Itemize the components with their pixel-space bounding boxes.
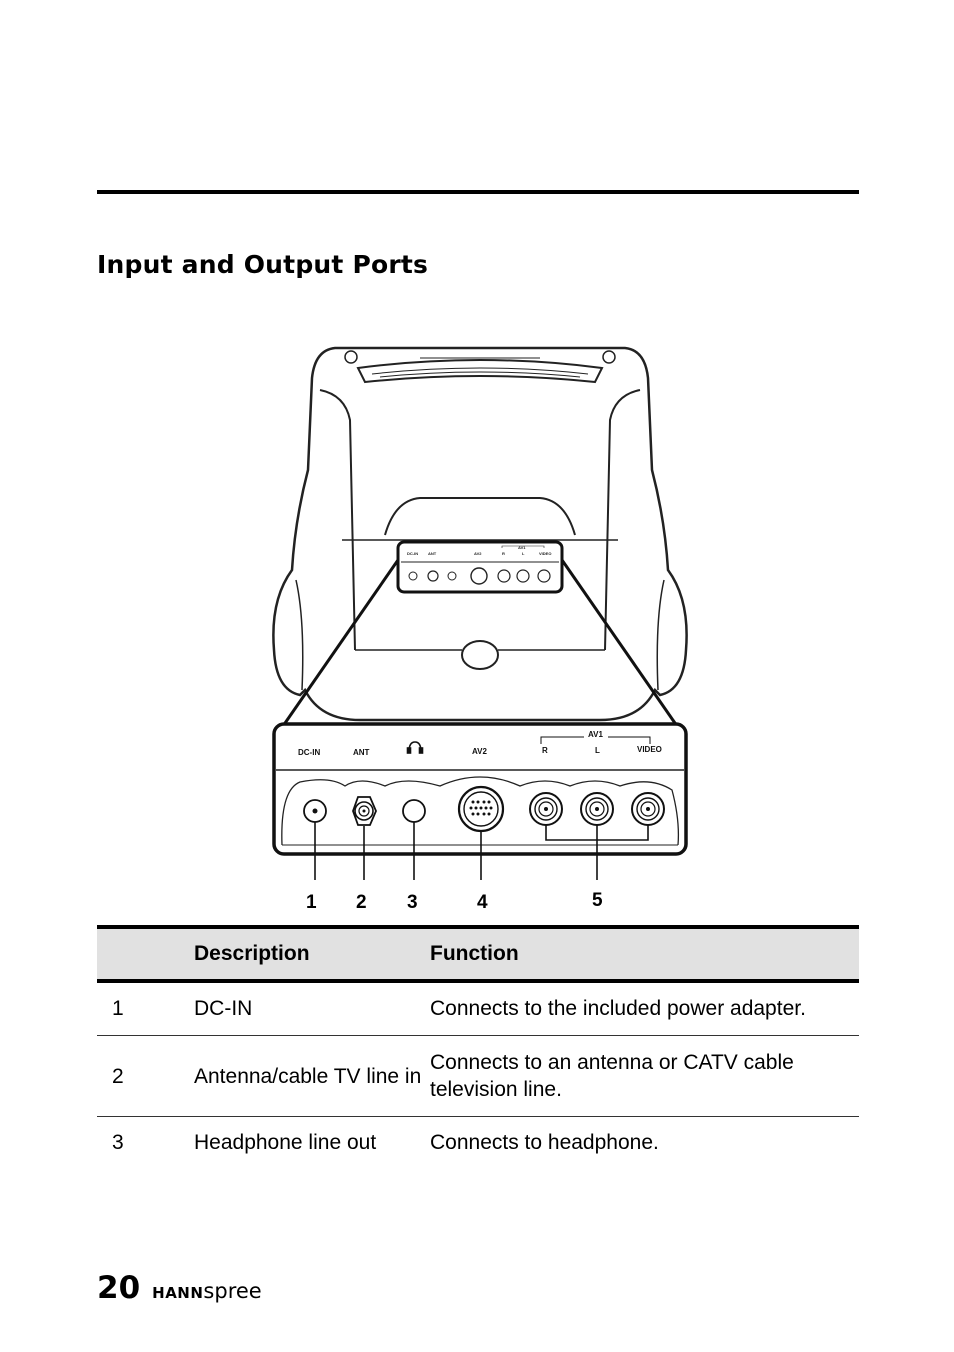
top-rule: [97, 190, 859, 194]
row-description: Headphone line out: [194, 1131, 377, 1154]
row-description: Antenna/cable TV line in: [194, 1035, 430, 1117]
ports-table: Description Function 1 DC-IN Connects to…: [97, 925, 859, 1169]
top-vent: [356, 357, 604, 384]
port-av2: [457, 785, 505, 833]
row-number: 3: [112, 1131, 124, 1154]
table-row: 2 Antenna/cable TV line in Connects to a…: [97, 1035, 859, 1117]
brand-light: spree: [203, 1279, 262, 1303]
callout-leaders: [314, 822, 649, 880]
port-label-r: R: [542, 746, 548, 755]
small-label-av1: AV1: [518, 545, 526, 550]
port-label-av1: AV1: [588, 730, 604, 739]
page-number: 20: [97, 1270, 141, 1306]
row-number: 2: [97, 1035, 194, 1117]
port-av1-r: [529, 792, 563, 826]
port-label-ant: ANT: [353, 748, 370, 757]
header-function: Function: [430, 925, 859, 983]
callout-5: 5: [592, 890, 603, 911]
row-function: Connects to the included power adapter.: [430, 981, 859, 1036]
table-row: 3 Headphone line out Connects to headpho…: [97, 1117, 859, 1170]
port-ant: [352, 796, 377, 826]
small-label-ant: ANT: [428, 551, 437, 556]
screw-left: [344, 350, 358, 364]
row-description: DC-IN: [194, 981, 430, 1036]
brand-bold: HANN: [152, 1284, 204, 1302]
header-description: Description: [194, 925, 430, 983]
rear-panel-diagram: DC-IN ANT AV2 AV1 R L VIDEO DC-IN ANT AV…: [272, 346, 688, 880]
small-label-video: VIDEO: [539, 551, 551, 556]
row-function: Connects to headphone.: [430, 1131, 659, 1154]
callout-3: 3: [407, 892, 418, 913]
port-label-l: L: [595, 746, 600, 755]
port-label-dc-in: DC-IN: [298, 748, 320, 757]
port-label-av2: AV2: [472, 747, 488, 756]
stand-foot: [461, 640, 499, 670]
zoom-line-right: [560, 559, 679, 727]
small-label-r: R: [502, 551, 505, 556]
small-label-l: L: [522, 551, 525, 556]
port-dc-in: [303, 799, 327, 823]
port-av1-video: [631, 792, 665, 826]
screw-right: [602, 350, 616, 364]
tv-body: [272, 346, 688, 722]
header-number: [97, 925, 194, 983]
row-function: Connects to an antenna or CATV cable tel…: [430, 1035, 859, 1117]
brand-logo: HANNspree: [152, 1279, 262, 1303]
small-port-panel: DC-IN ANT AV2 AV1 R L VIDEO: [396, 540, 564, 594]
section-title: Input and Output Ports: [97, 250, 429, 279]
callout-1: 1: [306, 892, 317, 913]
port-av1-l: [580, 792, 614, 826]
port-label-video: VIDEO: [637, 745, 662, 754]
callout-4: 4: [477, 892, 488, 913]
zoom-line-left: [281, 559, 400, 727]
table-row: 1 DC-IN Connects to the included power a…: [97, 981, 859, 1036]
page-footer: 20 HANNspree: [97, 1270, 262, 1306]
callout-2: 2: [356, 892, 367, 913]
small-label-av2: AV2: [474, 551, 482, 556]
small-label-dc-in: DC-IN: [407, 551, 418, 556]
headphone-icon: [406, 741, 424, 754]
table-header-row: Description Function: [97, 925, 859, 983]
port-headphone: [402, 799, 426, 823]
row-number: 1: [97, 981, 194, 1036]
large-port-panel: DC-IN ANT AV2 AV1 R L VIDEO: [272, 722, 688, 856]
